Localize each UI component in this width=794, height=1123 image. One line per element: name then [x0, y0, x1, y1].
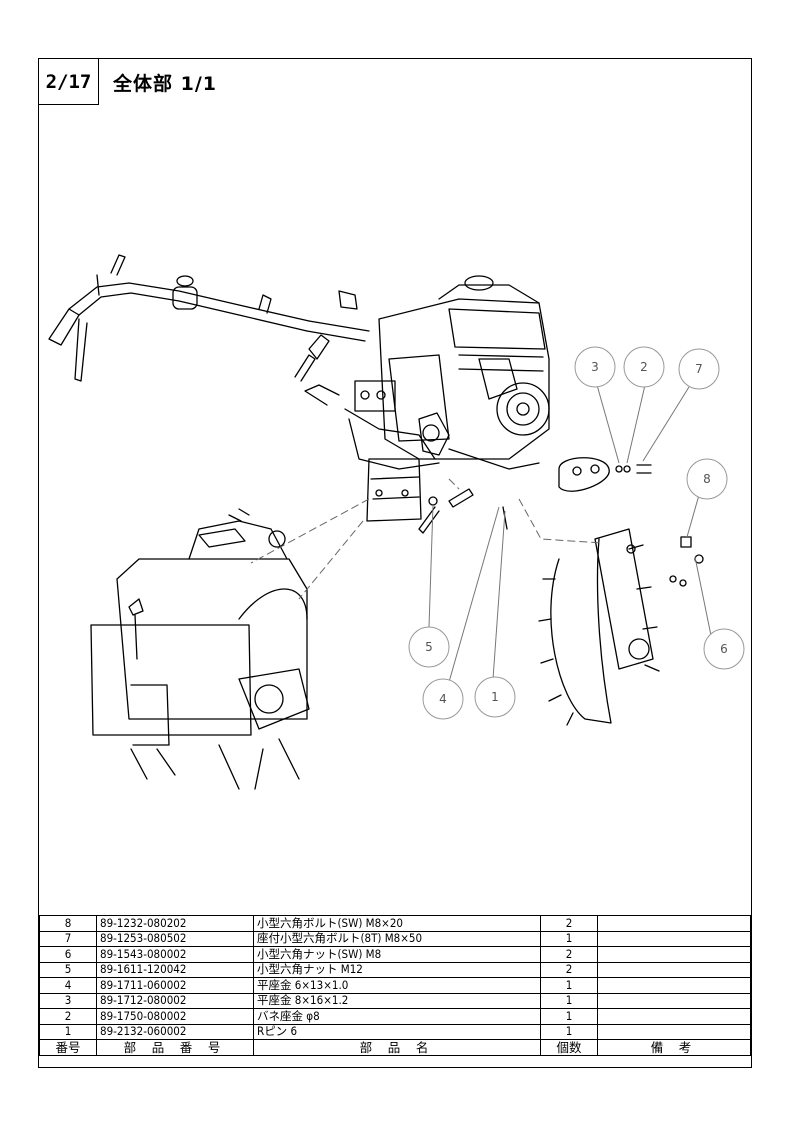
row-remarks	[597, 915, 751, 932]
row-quantity: 1	[540, 992, 598, 1009]
row-part-number: 89-1611-120042	[96, 961, 254, 978]
header-remarks: 備 考	[597, 1039, 751, 1056]
row-part-number: 89-2132-060002	[96, 1023, 254, 1040]
callout-6	[703, 628, 745, 670]
callout-label-5: 5	[425, 640, 433, 654]
row-remarks	[597, 1008, 751, 1025]
row-remarks	[597, 946, 751, 963]
callout-label-2: 2	[640, 360, 648, 374]
header-part-name: 部 品 名	[253, 1039, 541, 1056]
callout-label-7: 7	[695, 362, 703, 376]
callout-label-1: 1	[491, 690, 499, 704]
row-part-name: バネ座金 φ8	[253, 1008, 541, 1025]
row-number: 5	[39, 961, 97, 978]
row-remarks	[597, 930, 751, 947]
row-part-number: 89-1750-080002	[96, 1008, 254, 1025]
row-number: 2	[39, 1008, 97, 1025]
exploded-diagram: 3 2 7 8 6 5 4 1	[48, 254, 745, 790]
row-part-name: 小型六角ボルト(SW) M8×20	[253, 915, 541, 932]
row-quantity: 2	[540, 961, 598, 978]
gearbox-drawing	[366, 458, 422, 522]
row-number: 8	[39, 915, 97, 932]
row-part-name: Rピン 6	[253, 1023, 541, 1040]
callout-1	[474, 676, 516, 718]
callout-label-8: 8	[703, 472, 711, 486]
callout-7	[678, 348, 720, 390]
callout-4	[422, 678, 464, 720]
row-part-name: 平座金 6×13×1.0	[253, 977, 541, 994]
row-part-number: 89-1712-080002	[96, 992, 254, 1009]
row-quantity: 1	[540, 1008, 598, 1025]
row-quantity: 2	[540, 946, 598, 963]
row-part-number: 89-1232-080202	[96, 915, 254, 932]
engine-drawing	[304, 275, 550, 470]
header-quantity: 個数	[540, 1039, 598, 1056]
row-remarks	[597, 992, 751, 1009]
row-quantity: 1	[540, 930, 598, 947]
page-title: 全体部 1/1	[113, 73, 217, 95]
row-part-name: 座付小型六角ボルト(8T) M8×50	[253, 930, 541, 947]
small-parts-drawing	[418, 464, 704, 587]
callout-label-6: 6	[720, 642, 728, 656]
row-quantity: 2	[540, 915, 598, 932]
parts-table-header: 番号 部 品 番 号 部 品 名 個数 備 考	[39, 1039, 751, 1056]
header-number: 番号	[39, 1039, 97, 1056]
row-number: 4	[39, 977, 97, 994]
callout-3	[574, 346, 616, 388]
row-number: 3	[39, 992, 97, 1009]
callout-bubbles	[408, 346, 745, 720]
callout-8	[686, 458, 728, 500]
row-remarks	[597, 1023, 751, 1040]
tiller-drawing	[90, 508, 310, 790]
row-part-number: 89-1253-080502	[96, 930, 254, 947]
page-number: 2/17	[39, 59, 99, 105]
row-number: 7	[39, 930, 97, 947]
row-part-name: 小型六角ナット M12	[253, 961, 541, 978]
callout-labels: 3 2 7 8 6 5 4 1	[425, 360, 728, 706]
leader-lines	[428, 384, 718, 690]
row-part-number: 89-1711-060002	[96, 977, 254, 994]
row-part-name: 小型六角ナット(SW) M8	[253, 946, 541, 963]
row-number: 1	[39, 1023, 97, 1040]
row-remarks	[597, 961, 751, 978]
row-part-number: 89-1543-080002	[96, 946, 254, 963]
callout-5	[408, 626, 450, 668]
handlebar-drawing	[48, 254, 370, 382]
row-quantity: 1	[540, 977, 598, 994]
callout-label-4: 4	[439, 692, 447, 706]
row-part-name: 平座金 8×16×1.2	[253, 992, 541, 1009]
pulley-cover-drawing	[558, 457, 610, 492]
assembly-lines	[250, 478, 604, 600]
wheel-drawing	[538, 528, 660, 726]
page-frame: 2/17 全体部 1/1	[38, 58, 752, 1068]
header-part-number: 部 品 番 号	[96, 1039, 254, 1056]
row-remarks	[597, 977, 751, 994]
row-quantity: 1	[540, 1023, 598, 1040]
row-number: 6	[39, 946, 97, 963]
callout-label-3: 3	[591, 360, 599, 374]
callout-2	[623, 346, 665, 388]
